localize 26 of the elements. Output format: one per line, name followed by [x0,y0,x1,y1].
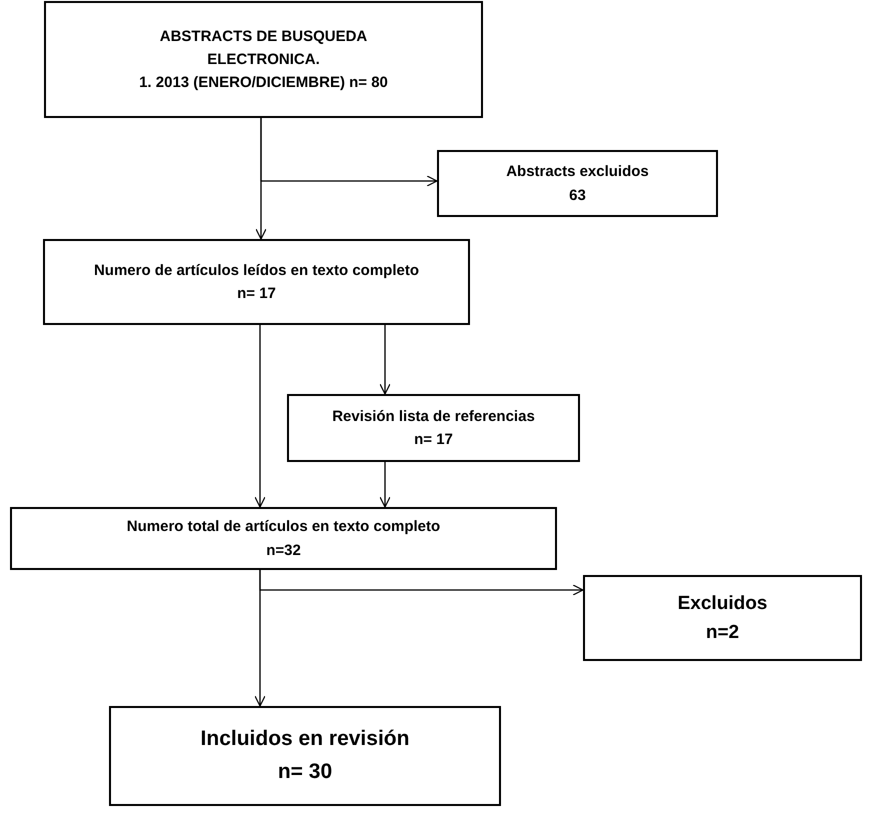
box-text: Revisión lista de referencias [332,406,535,427]
box-text: Excluidos [678,592,768,616]
box-text: n= 30 [278,759,332,785]
box-text: n=32 [266,540,301,560]
arrow [259,570,584,596]
process-box [10,507,557,570]
box-text: 1. 2013 (ENERO/DICIEMBRE) n= 80 [139,73,388,94]
process-box [437,150,718,217]
arrow [379,325,391,395]
arrow [260,118,438,187]
process-box [287,394,580,462]
box-text: n=2 [706,621,740,645]
process-box [44,1,483,118]
box-text: Numero total de artículos en texto completo [126,517,440,538]
box-text: 63 [569,186,586,206]
box-text: Numero de artículos leídos en texto completo [94,260,420,281]
box-text: ABSTRACTS DE BUSQUEDA ELECTRONICA. [158,26,368,70]
process-box [43,239,470,325]
arrow [379,462,391,508]
arrow [254,325,266,508]
box-text: n= 17 [414,430,453,450]
process-box [583,575,862,661]
process-box [109,706,501,806]
box-text: Abstracts excluidos [506,162,649,182]
box-text: n= 17 [237,284,276,304]
box-text: Incluidos en revisión [200,726,410,752]
